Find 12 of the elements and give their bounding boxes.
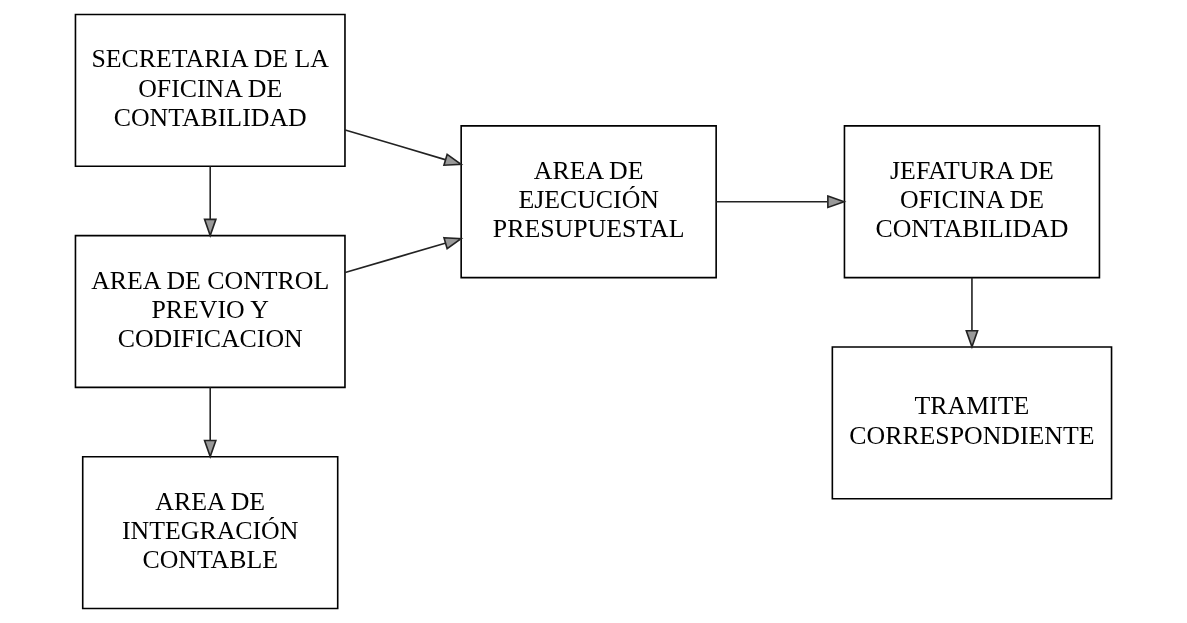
node-box: AREA DE CONTROL PREVIO Y CODIFICACION bbox=[74, 234, 346, 389]
arrow bbox=[203, 165, 217, 238]
arrow bbox=[715, 194, 847, 209]
node-box: TRAMITE CORRESPONDIENTE bbox=[831, 346, 1113, 500]
arrow bbox=[344, 129, 464, 167]
node-box: AREA DE INTEGRACIÓN CONTABLE bbox=[81, 455, 339, 610]
node-box: JEFATURA DE OFICINA DE CONTABILIDAD bbox=[843, 125, 1101, 279]
node-box: SECRETARIA DE LA OFICINA DE CONTABILIDAD bbox=[74, 13, 346, 168]
arrow bbox=[344, 236, 464, 274]
arrow bbox=[203, 386, 217, 460]
node-box: AREA DE EJECUCIÓN PRESUPUESTAL bbox=[460, 125, 717, 279]
arrow bbox=[965, 276, 979, 350]
